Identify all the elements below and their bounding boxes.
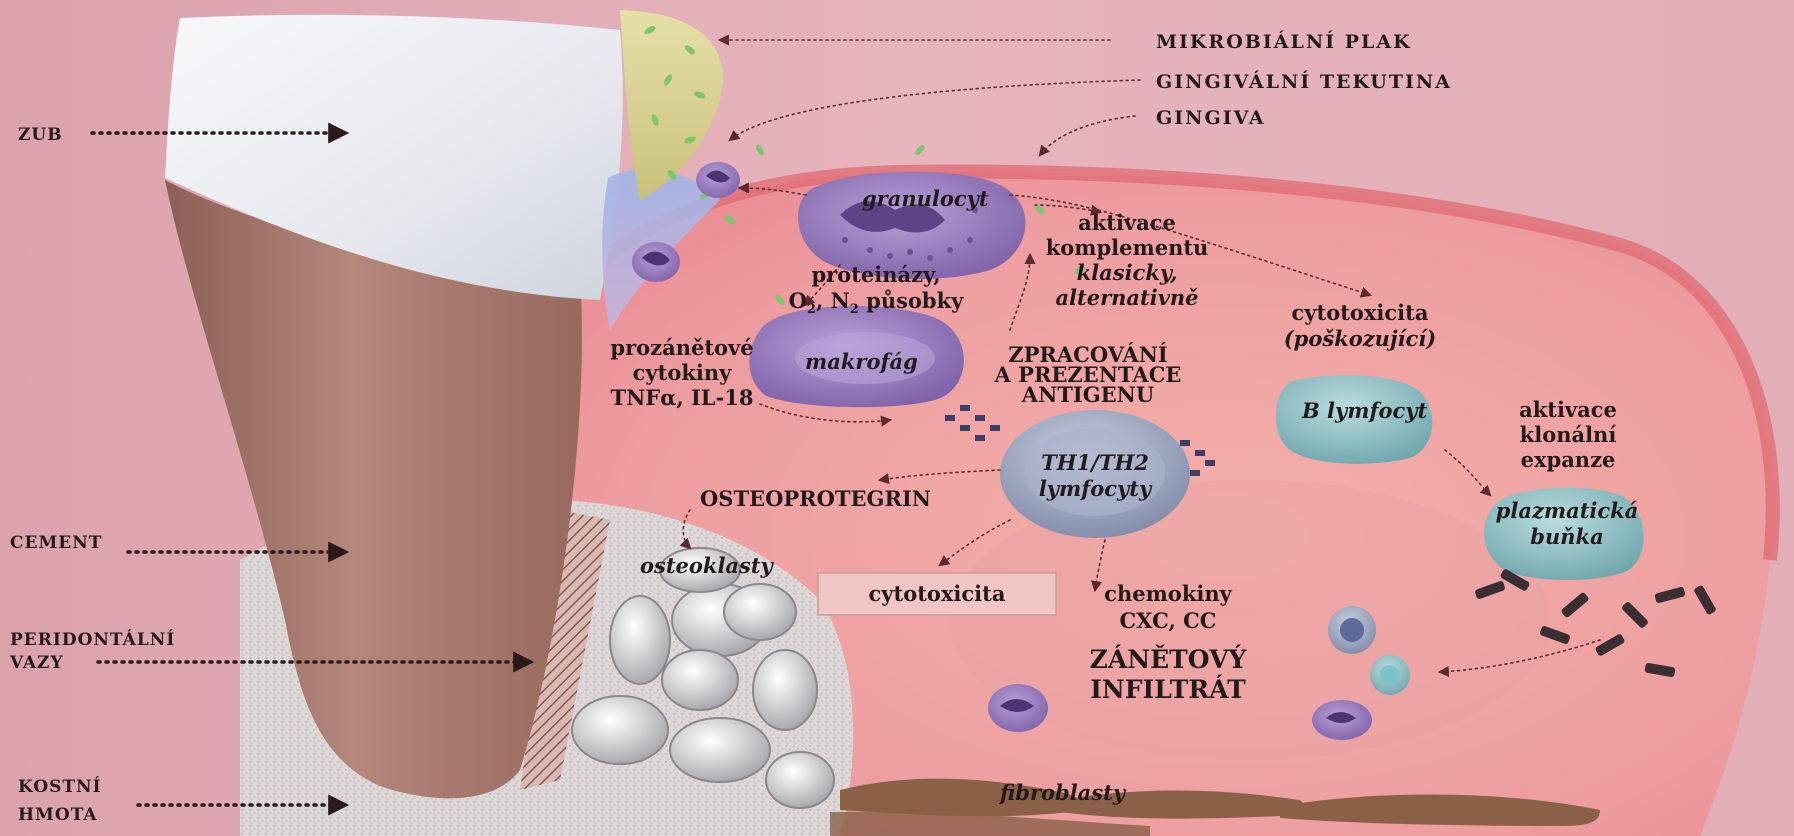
text-klonalni-3: expanze (1521, 447, 1616, 472)
text-prozanetove-2: cytokiny (633, 360, 732, 385)
cell-label-plazmaticka-1: plazmatická (1496, 498, 1639, 523)
cell-label-granulocyt: granulocyt (862, 186, 989, 211)
text-klonalni-1: aktivace (1519, 397, 1617, 422)
text-cytotox-2: (poškozující) (1284, 326, 1436, 351)
text-infiltrat-1: ZÁNĚTOVÝ (1090, 645, 1248, 674)
cell-label-th-2: lymfocyty (1039, 476, 1153, 501)
text-tnf: TNFα, IL-18 (610, 385, 753, 410)
text-cytotox-1: cytotoxicita (1292, 300, 1429, 325)
label-cement: CEMENT (10, 533, 102, 553)
label-mikrobialni-plak: MIKROBIÁLNÍ PLAK (1156, 30, 1412, 53)
text-chemokiny-1: chemokiny (1104, 581, 1232, 606)
cell-label-fibroblasty: fibroblasty (998, 780, 1127, 805)
cell-label-b-lymfocyt: B lymfocyt (1301, 398, 1427, 423)
cell-label-plazmaticka-2: buňka (1530, 524, 1603, 549)
text-alternativne: alternativně (1055, 285, 1198, 310)
text-aktivace-2: komplementu (1046, 235, 1209, 260)
label-kostni-1: KOSTNÍ (18, 776, 102, 797)
label-gingiva: GINGIVA (1156, 107, 1266, 129)
text-klonalni-2: klonální (1520, 422, 1617, 447)
label-zub: ZUB (18, 125, 63, 145)
text-klasicky: klasicky, (1077, 260, 1178, 285)
label-kostni-2: HMOTA (18, 805, 98, 825)
text-osteoprotegrin: OSTEOPROTEGRIN (700, 486, 931, 511)
text-zpracovani-3: ANTIGENU (1021, 382, 1154, 407)
text-prozanetove-1: prozánětové (610, 335, 753, 360)
cell-label-th-1: TH1/TH2 (1041, 450, 1149, 475)
text-proteinazy: proteinázy, (811, 262, 940, 287)
text-aktivace-1: aktivace (1078, 210, 1176, 235)
label-peridontalni-1: PERIDONTÁLNÍ (10, 629, 175, 650)
label-gingivalni-tekutina: GINGIVÁLNÍ TEKUTINA (1156, 70, 1452, 93)
text-infiltrat-2: INFILTRÁT (1090, 675, 1246, 704)
label-peridontalni-2: VAZY (9, 653, 64, 673)
granulocyte-small-top (696, 162, 740, 198)
text-cytotoxicita-box: cytotoxicita (869, 581, 1006, 606)
text-chemokiny-2: CXC, CC (1119, 608, 1216, 633)
cell-label-osteoklasty: osteoklasty (640, 553, 775, 578)
cell-label-makrofag: makrofág (805, 349, 918, 374)
granulocyte-small-left (632, 242, 680, 282)
